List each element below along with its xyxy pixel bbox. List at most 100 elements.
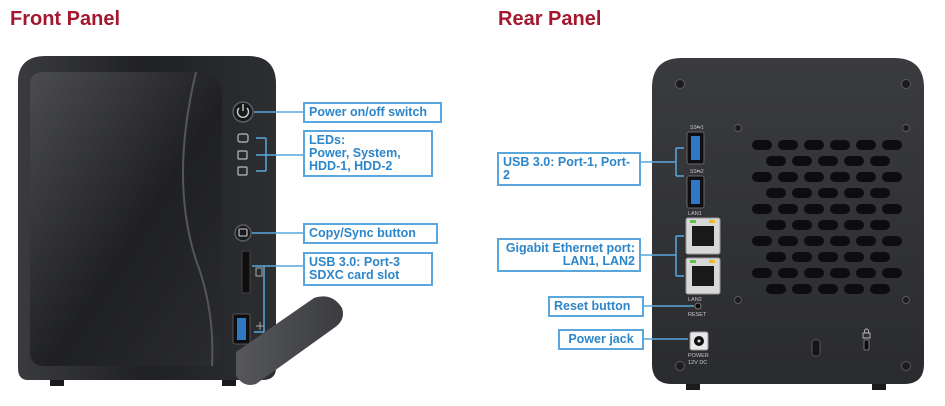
grille-slot <box>792 156 812 166</box>
grille-slot <box>856 172 876 182</box>
system-led-icon <box>237 150 248 160</box>
grille-slot <box>818 284 838 294</box>
callout-copy-sync: Copy/Sync button <box>303 223 438 244</box>
copy-icon <box>238 228 248 237</box>
grille-slot <box>882 172 902 182</box>
callout-power-switch-text: Power on/off switch <box>309 105 428 119</box>
callout-leds-line3: HDD-1, HDD-2 <box>309 159 393 173</box>
kensington-lock-slot <box>863 339 870 351</box>
grille-slot <box>818 220 838 230</box>
grille-slot <box>882 236 902 246</box>
grille-slot <box>804 236 824 246</box>
callout-usb-sd: USB 3.0: Port-3 SDXC card slot <box>303 252 433 286</box>
callout-power-switch: Power on/off switch <box>303 102 442 123</box>
callout-rear-usb-text: USB 3.0: Port-1, Port-2 <box>503 155 631 182</box>
copy-sync-button[interactable] <box>234 224 252 242</box>
lan2-label: LAN2 <box>688 297 702 303</box>
power-label-bottom: 12V DC <box>688 360 707 366</box>
front-door-panel <box>30 72 222 366</box>
grille-slot <box>752 268 772 278</box>
grille-slot <box>778 236 798 246</box>
usb1-label: SS⇆1 <box>690 125 704 131</box>
grille-slot <box>766 220 786 230</box>
grille-slot <box>804 204 824 214</box>
front-panel-title: Front Panel <box>10 8 121 30</box>
lock-icon <box>862 328 871 339</box>
grille-slot <box>830 140 850 150</box>
front-foot-left <box>50 378 64 386</box>
leader-lines <box>252 111 694 340</box>
callout-rear-usb: USB 3.0: Port-1, Port-2 <box>497 152 641 186</box>
grille-slot <box>870 220 890 230</box>
grille-slot <box>778 268 798 278</box>
callout-power-jack-text: Power jack <box>568 332 634 346</box>
grille-slot <box>778 172 798 182</box>
callout-usb-sd-line2: SDXC card slot <box>309 268 400 282</box>
power-led-icon <box>237 133 249 143</box>
front-foot-right <box>222 378 236 386</box>
sd-card-slot[interactable] <box>241 250 251 294</box>
grille-slot <box>870 252 890 262</box>
grille-slot <box>752 140 772 150</box>
grille-slot <box>766 252 786 262</box>
callout-copy-sync-text: Copy/Sync button <box>309 226 416 240</box>
callout-leds-line2: Power, System, <box>309 146 401 160</box>
grille-slot <box>870 156 890 166</box>
grille-slot <box>830 204 850 214</box>
usb2-label: SS⇆2 <box>690 169 704 175</box>
grille-slot <box>882 268 902 278</box>
callout-ethernet-line1: Gigabit Ethernet port: <box>505 241 635 255</box>
hdd1-led-icon <box>237 166 248 176</box>
grille-slot <box>844 220 864 230</box>
grille-slot <box>870 284 890 294</box>
grille-slot <box>804 268 824 278</box>
lan1-label: LAN1 <box>688 211 702 217</box>
grille-slot <box>856 268 876 278</box>
grille-slot <box>856 204 876 214</box>
grille-slot <box>856 140 876 150</box>
grille-slot <box>766 188 786 198</box>
usb-flap-cover <box>236 296 343 385</box>
grille-slot <box>818 188 838 198</box>
grille-slot <box>792 252 812 262</box>
grille-slot <box>792 220 812 230</box>
callout-ethernet: Gigabit Ethernet port: LAN1, LAN2 <box>497 238 641 272</box>
callout-reset: Reset button <box>548 296 644 317</box>
grille-slot <box>766 284 786 294</box>
sd-card-icon <box>255 267 263 277</box>
grille-slot <box>792 284 812 294</box>
rear-device: SS⇆1 SS⇆2 LAN1 LAN2 RESET POWER 12V DC <box>652 58 924 390</box>
grille-slot <box>804 172 824 182</box>
power-icon <box>236 107 250 118</box>
power-label-top: POWER <box>688 353 709 359</box>
grille-slot <box>752 204 772 214</box>
callout-usb-sd-line1: USB 3.0: Port-3 <box>309 255 400 269</box>
front-device <box>18 56 343 386</box>
grille-slot <box>844 156 864 166</box>
reset-button[interactable] <box>694 302 702 310</box>
screw-icons <box>675 79 911 371</box>
cable-clip <box>811 339 821 357</box>
grille-slot <box>856 236 876 246</box>
front-door-curve <box>182 71 214 367</box>
grille-slot <box>818 252 838 262</box>
grille-slot <box>830 172 850 182</box>
grille-slot <box>882 140 902 150</box>
rear-foot-right <box>872 382 886 390</box>
grille-slot <box>792 188 812 198</box>
grille-slot <box>752 236 772 246</box>
usb-icon <box>256 322 264 330</box>
power-button[interactable] <box>232 101 254 123</box>
grille-slot <box>882 204 902 214</box>
rear-body <box>652 58 924 384</box>
grille-slot <box>844 188 864 198</box>
grille-slot <box>804 140 824 150</box>
grille-slot <box>870 188 890 198</box>
rear-foot-left <box>686 382 700 390</box>
grille-slot <box>830 268 850 278</box>
reset-label: RESET <box>688 312 707 318</box>
rear-panel-title: Rear Panel <box>498 8 602 30</box>
grille-slot <box>844 252 864 262</box>
callout-leds: LEDs: Power, System, HDD-1, HDD-2 <box>303 130 433 177</box>
